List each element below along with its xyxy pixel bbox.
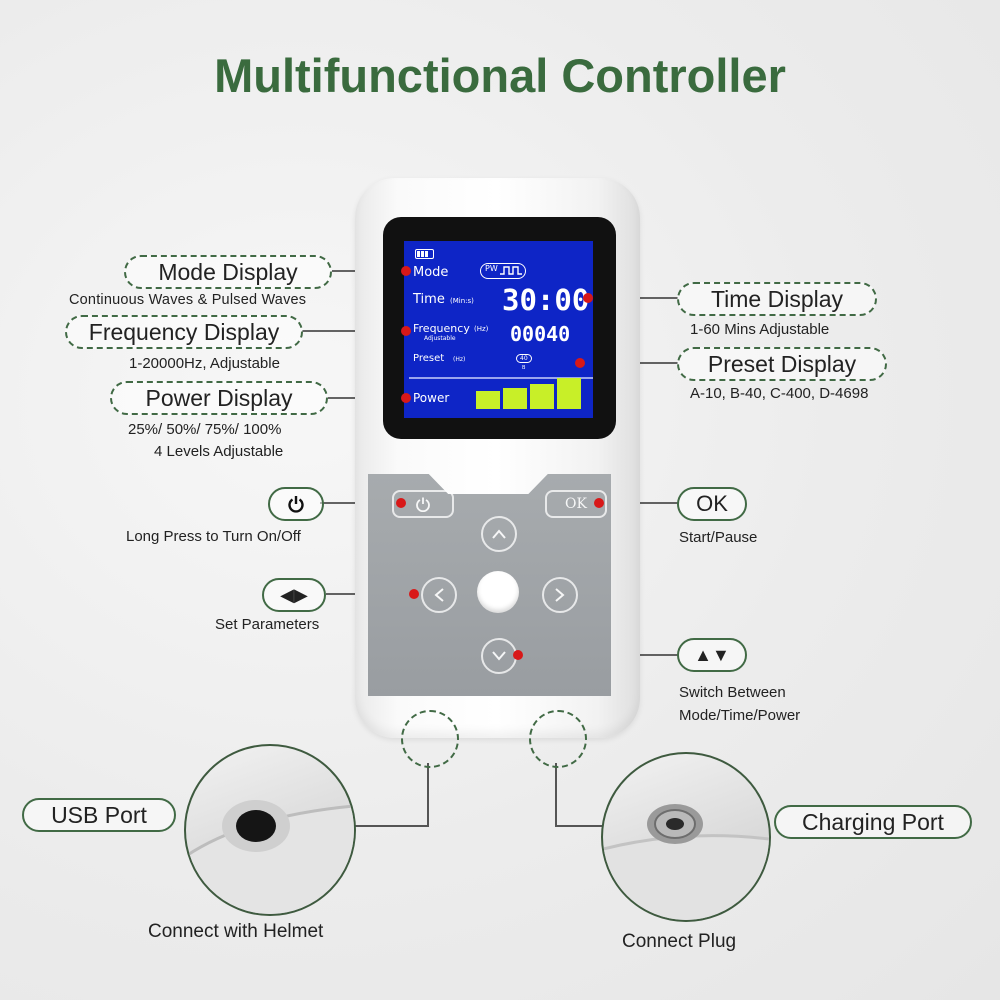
- preset-display-desc: A-10, B-40, C-400, D-4698: [690, 385, 869, 402]
- power-bar-1: [476, 391, 500, 409]
- page-title: Multifunctional Controller: [214, 49, 786, 102]
- left-pointer-dot: [409, 589, 419, 599]
- usb-port-tag: USB Port: [22, 798, 176, 832]
- down-button[interactable]: [481, 638, 517, 674]
- lcd-preset-letter: B: [522, 365, 526, 371]
- pw-text: PW: [485, 264, 498, 273]
- ok-button-label: OK: [565, 496, 587, 512]
- lcd-frequency-unit: (Hz): [474, 325, 489, 333]
- time-display-desc: 1-60 Mins Adjustable: [690, 321, 830, 338]
- power-icon: [416, 497, 430, 512]
- power-button-desc: Long Press to Turn On/Off: [126, 528, 301, 545]
- charging-port-marker: [529, 710, 587, 768]
- battery-icon: [415, 249, 434, 259]
- lcd-screen: Mode PW Time (Min:s) 30:00 Frequency (Hz…: [404, 241, 593, 418]
- power-icon: [288, 495, 304, 513]
- chevron-up-icon: [492, 529, 506, 539]
- usb-port-marker: [401, 710, 459, 768]
- lcd-time-label: Time: [413, 292, 445, 307]
- frequency-display-desc: 1-20000Hz, Adjustable: [129, 355, 280, 372]
- up-down-desc-line2: Mode/Time/Power: [679, 707, 801, 724]
- mode-pointer-dot: [401, 266, 411, 276]
- lcd-time-unit: (Min:s): [450, 297, 474, 305]
- preset-display-tag: Preset Display: [677, 347, 887, 381]
- preset-pointer-dot: [575, 358, 585, 368]
- lcd-time-value: 30:00: [502, 283, 590, 317]
- mode-display-tag: Mode Display: [124, 255, 332, 289]
- power-button-tag: [268, 487, 324, 521]
- charging-port-illustration: [603, 804, 769, 920]
- left-right-tag: ◀▶: [262, 578, 326, 612]
- charging-port-zoom: [601, 752, 771, 922]
- usb-port-zoom: [184, 744, 356, 916]
- time-pointer-dot: [583, 293, 593, 303]
- chevron-left-icon: [434, 588, 444, 602]
- frequency-pointer-dot: [401, 326, 411, 336]
- lcd-mode-label: Mode: [413, 265, 449, 280]
- lcd-power-label: Power: [413, 391, 450, 405]
- power-display-desc-adjust: 4 Levels Adjustable: [154, 443, 284, 460]
- power-display-tag: Power Display: [110, 381, 328, 415]
- chevron-down-icon: [492, 651, 506, 661]
- power-button[interactable]: [392, 490, 454, 518]
- ok-desc: Start/Pause: [679, 529, 758, 546]
- usb-port-desc: Connect with Helmet: [148, 921, 324, 942]
- up-down-desc-line1: Switch Between: [679, 684, 786, 701]
- charging-port-tag: Charging Port: [774, 805, 972, 839]
- ok-pointer-dot: [594, 498, 604, 508]
- power-bar-2: [503, 388, 527, 409]
- usb-port-illustration: [186, 800, 354, 914]
- mode-display-desc: Continuous Waves & Pulsed Waves: [69, 292, 307, 308]
- chevron-right-icon: [555, 588, 565, 602]
- pulse-wave-icon: PW: [480, 263, 526, 279]
- time-display-tag: Time Display: [677, 282, 877, 316]
- center-button[interactable]: [477, 571, 519, 613]
- lcd-frequency-label: Frequency: [413, 322, 470, 335]
- power-bar-3: [530, 384, 554, 409]
- left-right-desc: Set Parameters: [215, 616, 320, 633]
- power-display-desc-levels: 25%/ 50%/ 75%/ 100%: [128, 421, 282, 438]
- up-down-tag: ▲▼: [677, 638, 747, 672]
- up-button[interactable]: [481, 516, 517, 552]
- down-pointer-dot: [513, 650, 523, 660]
- lcd-preset-value: 40: [516, 354, 532, 363]
- power-button-pointer-dot: [396, 498, 406, 508]
- lcd-preset-label: Preset: [413, 353, 445, 364]
- power-pointer-dot: [401, 393, 411, 403]
- lcd-divider: [409, 377, 593, 379]
- lcd-frequency-sub: Adjustable: [424, 335, 456, 342]
- lcd-frequency-value: 00040: [510, 322, 571, 346]
- ok-tag: OK: [677, 487, 747, 521]
- left-button[interactable]: [421, 577, 457, 613]
- charging-port-desc: Connect Plug: [622, 931, 737, 952]
- power-bar-4: [557, 378, 581, 409]
- ok-button[interactable]: OK: [545, 490, 607, 518]
- right-button[interactable]: [542, 577, 578, 613]
- lcd-preset-unit: (Hz): [453, 356, 466, 363]
- frequency-display-tag: Frequency Display: [65, 315, 303, 349]
